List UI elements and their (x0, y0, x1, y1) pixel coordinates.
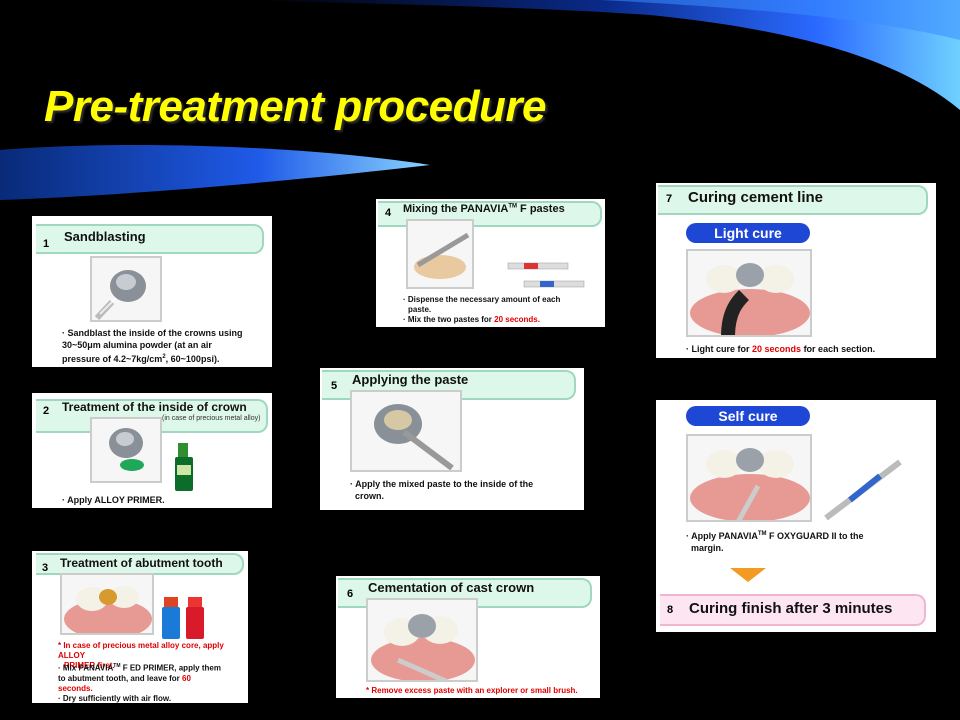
step-2-description: · Apply ALLOY PRIMER. (62, 495, 165, 505)
step-6-heading: Cementation of cast crown (368, 580, 535, 595)
abutment-tooth-photo (60, 573, 154, 635)
step-7-header (658, 185, 928, 215)
alloy-primer-bottle-icon (175, 443, 193, 491)
step-2-card: 2 Treatment of the inside of crown (in c… (32, 393, 272, 508)
paste-syringes-icon (507, 262, 585, 288)
cementation-photo (366, 598, 478, 682)
self-cure-photo (686, 434, 812, 522)
blue-swoosh-left (0, 145, 430, 200)
step-8-header (660, 594, 926, 626)
step-5-number: 5 (331, 380, 338, 392)
step-1-number: 1 (43, 238, 50, 250)
step-4-heading: Mixing the PANAVIATM F pastes (403, 203, 565, 215)
step-4-number: 4 (385, 207, 392, 219)
step-1-description: · Sandblast the inside of the crowns usi… (62, 328, 243, 364)
step-7-card: 7 Curing cement line Light cure · Light … (656, 183, 936, 358)
step-8-number: 8 (667, 604, 674, 616)
mixing-pastes-photo (406, 219, 474, 289)
step-7-description: · Light cure for 20 seconds for each sec… (686, 344, 876, 354)
step-2-number: 2 (43, 405, 50, 417)
step-5-heading: Applying the paste (352, 372, 469, 387)
down-arrow-icon (730, 568, 766, 582)
step-3-heading: Treatment of abutment tooth (60, 556, 223, 570)
sandblasting-photo (90, 256, 162, 322)
step-4-card: 4 Mixing the PANAVIATM F pastes · Dispen… (376, 199, 605, 327)
self-cure-description: · Apply PANAVIATM F OXYGUARD II to the m… (686, 531, 864, 553)
step-3-description: · Mix PANAVIATM F ED PRIMER, apply them … (58, 663, 221, 703)
step-1-card: 1 Sandblasting · Sandblast the inside of… (32, 216, 272, 367)
step-6-card: 6 Cementation of cast crown * Remove exc… (336, 576, 600, 698)
crown-primer-photo (90, 417, 162, 483)
step-2-subheading: (in case of precious metal alloy) (162, 415, 261, 422)
step-5-card: 5 Applying the paste · Apply the mixed p… (320, 368, 584, 510)
light-cure-label: Light cure (686, 223, 810, 243)
step-4-description: · Dispense the necessary amount of each … (403, 295, 561, 324)
step-1-header (36, 224, 264, 254)
step-1-heading: Sandblasting (64, 229, 146, 244)
step-3-note: * In case of precious metal alloy core, … (58, 641, 224, 670)
step-3-card: 3 Treatment of abutment tooth * In case … (32, 551, 248, 703)
step-7-heading: Curing cement line (688, 189, 824, 206)
step-2-heading: Treatment of the inside of crown (62, 400, 247, 414)
step-8-heading: Curing finish after 3 minutes (689, 600, 893, 617)
light-cure-photo (686, 249, 812, 337)
self-cure-label: Self cure (686, 406, 810, 426)
ed-primer-bottles-icon (162, 597, 204, 639)
page-title: Pre-treatment procedure (44, 82, 546, 131)
step-6-number: 6 (347, 588, 354, 600)
step-7-number: 7 (666, 193, 673, 205)
oxyguard-syringe-icon (824, 459, 902, 521)
step-6-note: * Remove excess paste with an explorer o… (366, 686, 578, 695)
blue-swoosh-top (250, 0, 960, 110)
self-cure-card: Self cure · Apply PANAVIATM F OXYGUARD I… (656, 400, 936, 632)
step-3-number: 3 (42, 562, 49, 574)
step-5-description: · Apply the mixed paste to the inside of… (350, 479, 534, 501)
applying-paste-photo (350, 390, 462, 472)
